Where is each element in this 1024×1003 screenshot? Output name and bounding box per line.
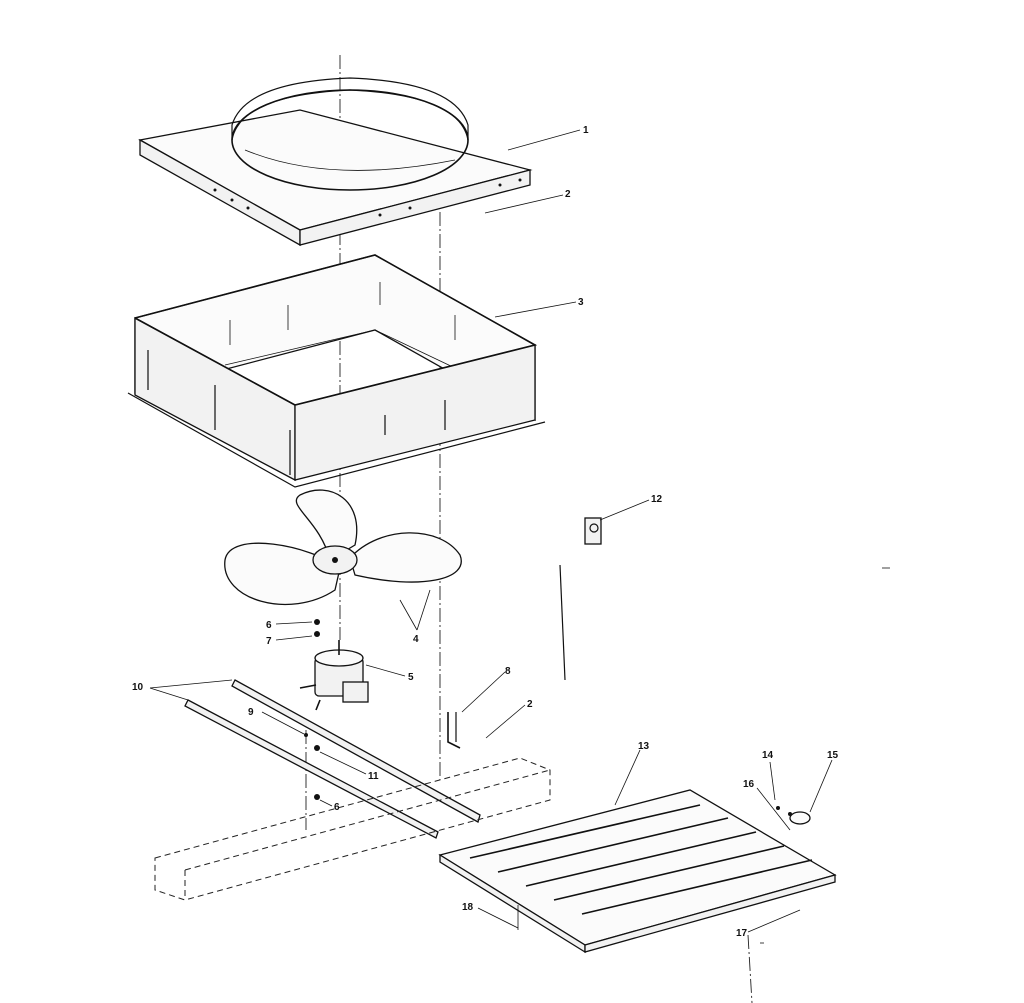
motor-part-5 xyxy=(299,619,369,711)
cabinet-box-part-3 xyxy=(127,254,546,488)
callout-11: 11 xyxy=(368,771,379,782)
bottom-panel-part-13 xyxy=(438,789,837,954)
callout-12: 12 xyxy=(651,494,663,505)
callout-1: 1 xyxy=(583,125,589,136)
leader-lines xyxy=(149,129,833,933)
callout-6b: 6 xyxy=(334,802,340,813)
callout-18: 18 xyxy=(462,902,474,913)
base-beam-dashed xyxy=(154,757,551,901)
control-part-12 xyxy=(584,517,602,545)
callout-7: 7 xyxy=(266,636,272,647)
callout-9: 9 xyxy=(248,707,254,718)
callout-labels: 1 2 3 12 4 6 7 5 10 8 2 9 11 6 13 14 15 … xyxy=(132,125,839,939)
callout-8: 8 xyxy=(505,666,511,677)
callout-16: 16 xyxy=(743,779,755,790)
callout-5: 5 xyxy=(408,672,414,683)
callout-3: 3 xyxy=(578,297,584,308)
callout-2b: 2 xyxy=(527,699,533,710)
callout-6: 6 xyxy=(266,620,272,631)
callout-2: 2 xyxy=(565,189,571,200)
callout-13: 13 xyxy=(638,741,650,752)
callout-10: 10 xyxy=(132,682,144,693)
fan-blade-part-4 xyxy=(224,489,462,606)
bracket-part-8 xyxy=(447,564,566,749)
top-panel-part-1 xyxy=(138,77,533,247)
callout-4: 4 xyxy=(413,634,419,645)
callout-15: 15 xyxy=(827,750,839,761)
rails-part-10 xyxy=(184,679,481,839)
callout-14: 14 xyxy=(762,750,774,761)
callout-17: 17 xyxy=(736,928,748,939)
